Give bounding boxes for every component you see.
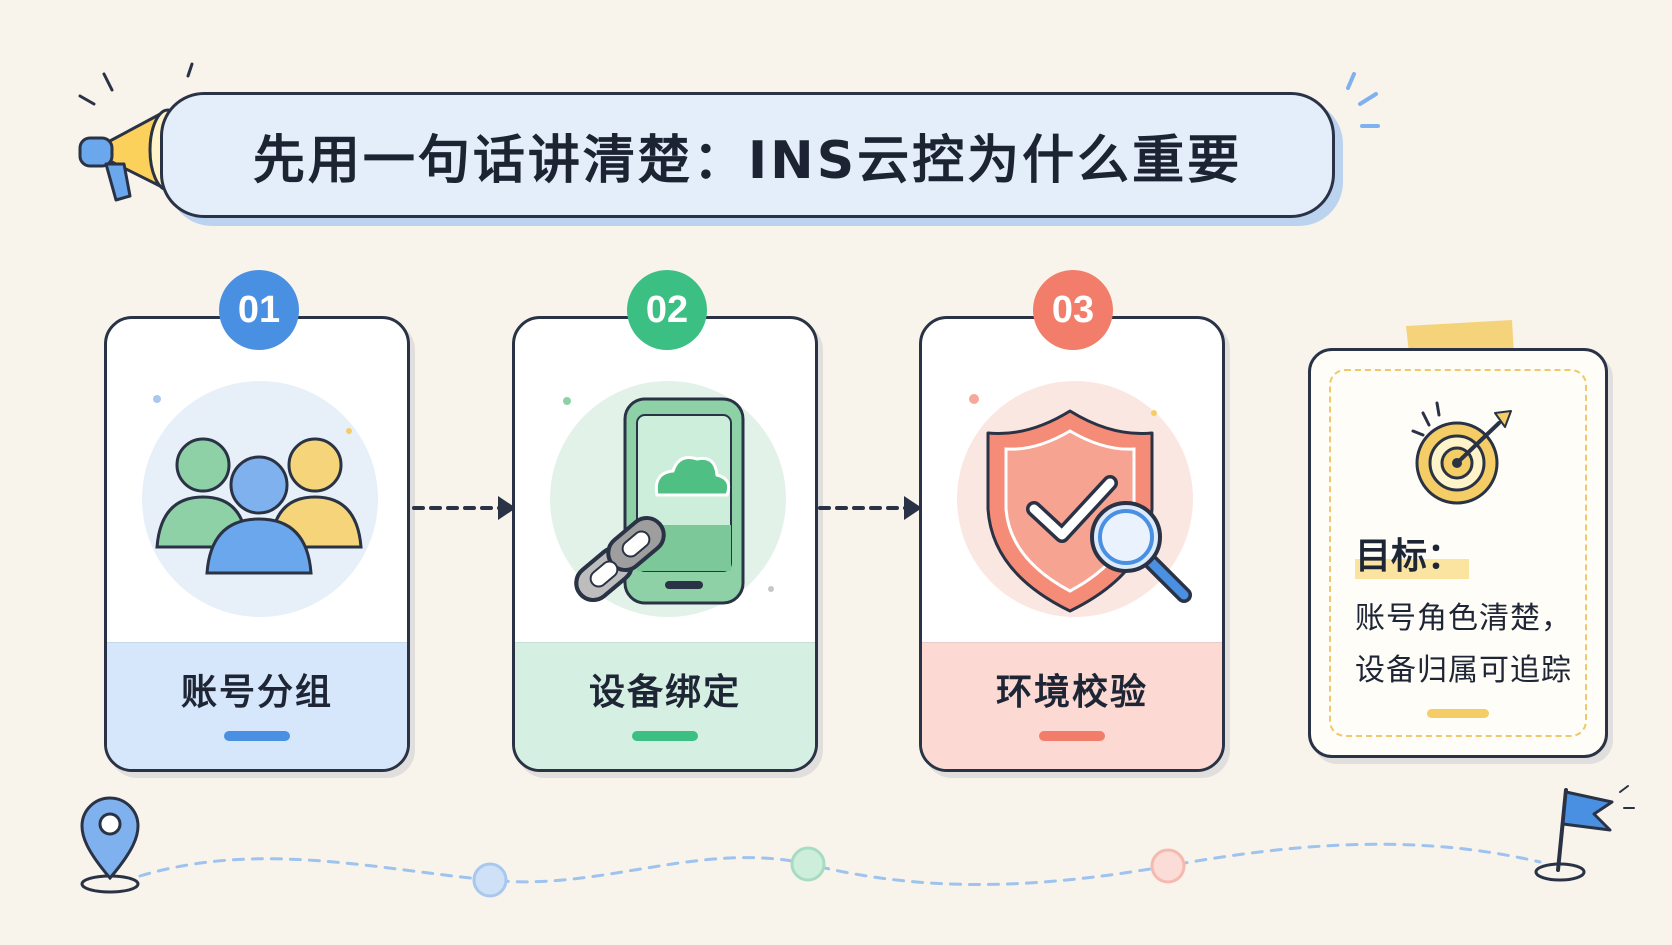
phone-chain-icon — [515, 319, 815, 653]
shield-check-icon — [922, 319, 1222, 653]
step-card-account-grouping: 账号分组 — [104, 316, 410, 772]
step-card-device-binding: 设备绑定 — [512, 316, 818, 772]
target-icon — [1407, 401, 1517, 515]
step-badge: 01 — [219, 270, 299, 350]
progress-path — [0, 780, 1672, 945]
step-label: 设备绑定 — [588, 672, 741, 713]
step-badge: 02 — [627, 270, 707, 350]
step-label: 环境校验 — [995, 672, 1148, 713]
step-footer: 账号分组 — [107, 642, 407, 769]
goal-card-inner — [1329, 369, 1587, 737]
step-underline — [632, 731, 698, 741]
users-group-icon — [107, 319, 407, 653]
step-underline — [1039, 731, 1105, 741]
flag-icon — [1534, 785, 1635, 882]
goal-underline — [1427, 709, 1489, 718]
title-banner: 先用一句话讲清楚：INS云控为什么重要 — [160, 92, 1335, 218]
goal-text-line: 账号角色清楚， — [1355, 601, 1572, 636]
path-dot — [790, 846, 826, 882]
step-footer: 环境校验 — [922, 642, 1222, 769]
goal-heading: 目标： — [1355, 527, 1470, 579]
path-dot — [1150, 848, 1186, 884]
arrow-right-icon — [410, 490, 522, 530]
sparkle-icon — [1338, 66, 1398, 150]
step-card-environment-check: 环境校验 — [919, 316, 1225, 772]
page-title: 先用一句话讲清楚：INS云控为什么重要 — [252, 130, 1243, 191]
path-dot — [472, 862, 508, 898]
goal-card: 目标： 账号角色清楚， 设备归属可追踪 — [1308, 348, 1608, 758]
goal-text-line: 设备归属可追踪 — [1355, 653, 1572, 688]
step-badge: 03 — [1033, 270, 1113, 350]
location-pin-icon — [80, 796, 140, 894]
arrow-right-icon — [816, 490, 928, 530]
step-footer: 设备绑定 — [515, 642, 815, 769]
step-label: 账号分组 — [180, 672, 333, 713]
step-underline — [224, 731, 290, 741]
